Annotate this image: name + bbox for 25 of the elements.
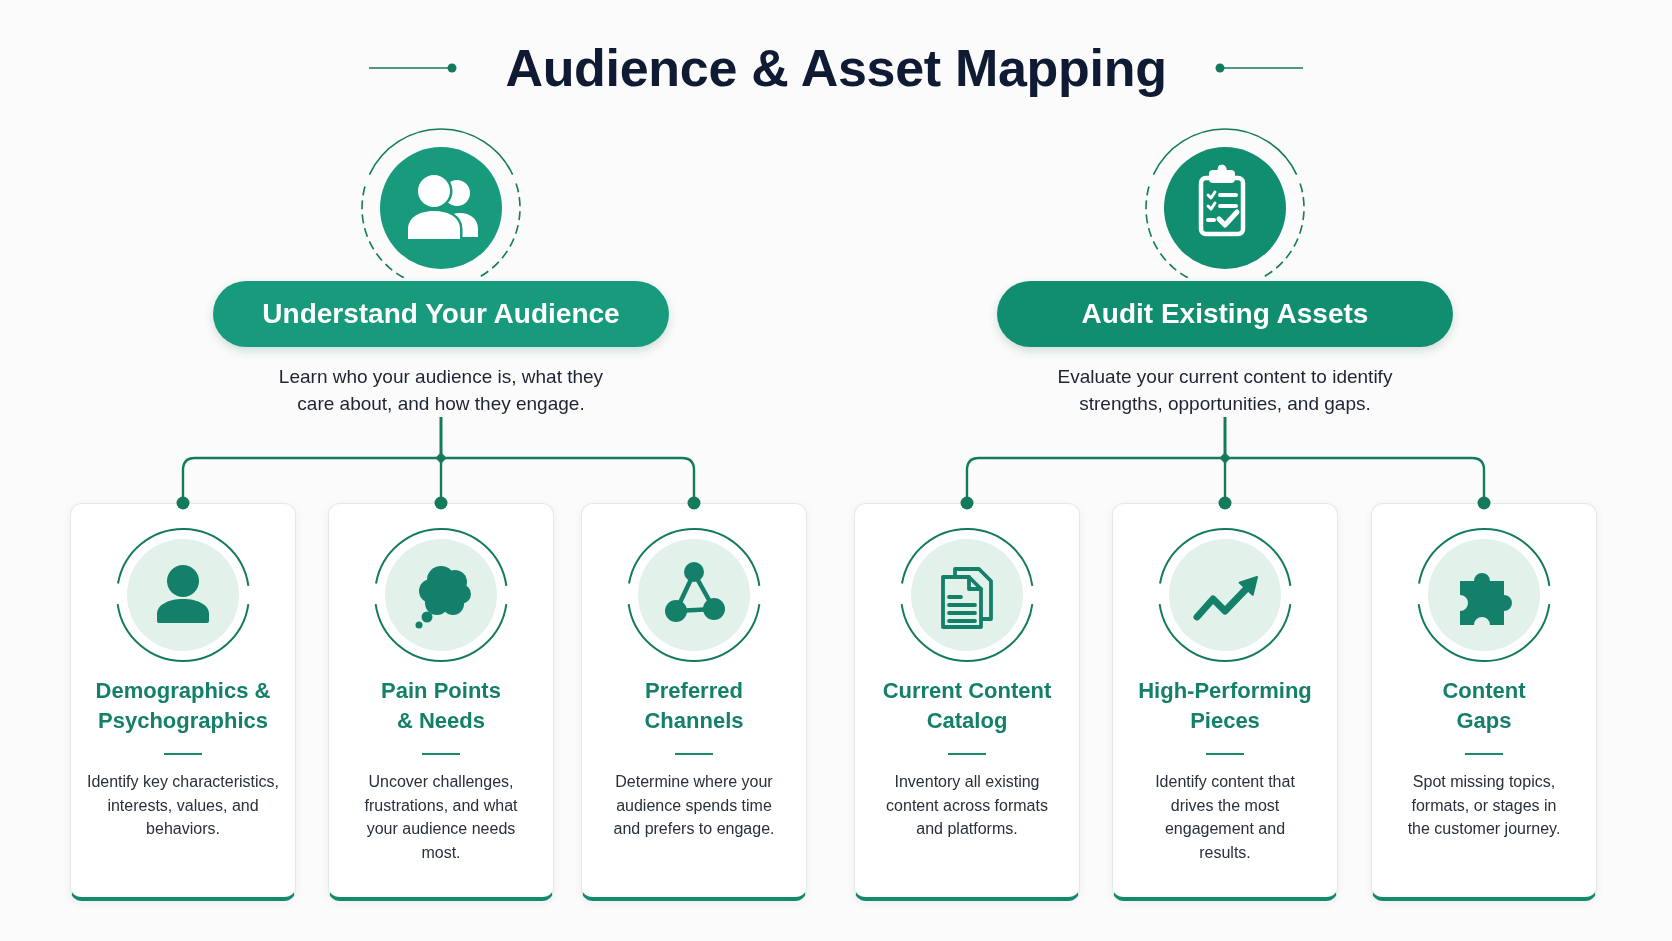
section-description: Learn who your audience is, what they care about, and how they engage. [277,365,605,416]
card-title: Current Content Catalog [881,677,1053,735]
info-card [328,503,554,901]
card-title: Pain Points & Needs [380,677,502,735]
card-description: Identify content that drives the most engagement and results. [1154,772,1296,863]
info-card [854,503,1080,901]
connector-line [439,417,701,510]
card-description: Determine where your audience spends time and prefers to engage. [612,772,776,839]
section-title-banner: Understand Your Audience [213,281,669,347]
section-title-banner: Audit Existing Assets [997,281,1453,347]
card-title: Demographics & Psychographics [94,677,272,735]
section-description: Evaluate your current content to identify strengths, opportunities, and gaps. [1056,365,1394,416]
card-description: Spot missing topics, formats, or stages in the customer journey. [1406,772,1562,839]
card-description: Uncover challenges, frustrations, and what your audience needs most. [363,772,519,863]
card-description: Identify key characteristics, interests, values, and behaviors. [85,772,281,839]
card-description: Inventory all existing content across formats and platforms. [885,772,1049,839]
connector-line [1223,417,1491,510]
page-title: Audience & Asset Mapping [505,38,1167,99]
info-card [70,503,296,901]
info-card [581,503,807,901]
card-title: Content Gaps [1441,677,1527,735]
card-title: Preferred Channels [643,677,745,735]
card-title: High-Performing Pieces [1137,677,1313,735]
info-card [1112,503,1338,901]
info-card [1371,503,1597,901]
